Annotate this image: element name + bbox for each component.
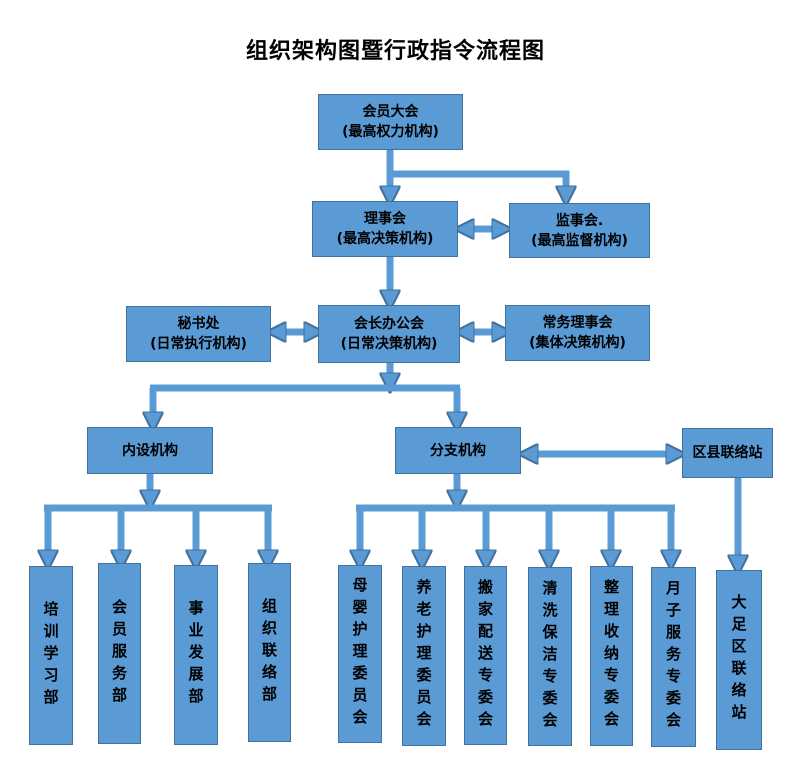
internal-bodies-node: 内设机构 [87, 427, 213, 474]
department-box: 组织联络部 [248, 563, 291, 742]
secretariat-title: 秘书处 [177, 316, 220, 332]
president-office-title: 会长办公会 [354, 316, 424, 332]
department-box: 培训学习部 [29, 566, 73, 745]
standing-council-title: 常务理事会 [542, 315, 613, 331]
department-label: 会员服务部 [110, 598, 128, 709]
president-office-subtitle: (日常决策机构) [340, 336, 438, 352]
committee-box: 搬家配送专委会 [464, 566, 507, 745]
standing-council-subtitle: (集体决策机构) [529, 335, 626, 351]
committee-box: 整理收纳专委会 [590, 566, 633, 746]
department-label: 培训学习部 [41, 600, 60, 711]
committee-box: 养老护理委员会 [402, 566, 446, 746]
supervisory-board-title: 监事会. [555, 212, 604, 229]
committee-box: 清洗保洁专委会 [528, 567, 572, 746]
station-box: 大足区联络站 [716, 570, 762, 750]
department-label: 组织联络部 [260, 597, 278, 708]
secretariat-subtitle: (日常执行机构) [150, 336, 247, 352]
secretariat-node: 秘书处 (日常执行机构) [126, 306, 271, 362]
general-assembly-title: 会员大会 [362, 104, 419, 120]
general-assembly-node: 会员大会 (最高权力机构) [318, 94, 463, 150]
district-station-node: 区县联络站 [682, 428, 773, 478]
district-station-label: 区县联络站 [692, 445, 763, 461]
council-node: 理事会 (最高决策机构) [312, 201, 458, 257]
department-box: 事业发展部 [174, 565, 218, 745]
department-box: 会员服务部 [98, 563, 141, 744]
council-subtitle: (最高决策机构) [336, 231, 434, 247]
committee-label: 整理收纳专委会 [602, 579, 620, 733]
committee-label: 养老护理委员会 [414, 579, 433, 733]
supervisory-board-node: 监事会. (最高监督机构) [509, 203, 650, 258]
general-assembly-subtitle: (最高权力机构) [342, 124, 439, 140]
branch-bodies-label: 分支机构 [430, 442, 486, 459]
committee-box: 月子服务专委会 [651, 567, 696, 747]
president-office-node: 会长办公会 (日常决策机构) [318, 305, 460, 363]
station-label: 大足区联络站 [729, 594, 748, 726]
committee-label: 母婴护理委员会 [350, 577, 369, 731]
committee-box: 母婴护理委员会 [338, 565, 382, 743]
standing-council-node: 常务理事会 (集体决策机构) [505, 305, 650, 361]
branch-bodies-node: 分支机构 [395, 427, 521, 474]
internal-bodies-label: 内设机构 [122, 442, 178, 459]
supervisory-board-subtitle: (最高监督机构) [531, 232, 628, 249]
committee-label: 清洗保洁专委会 [540, 579, 559, 734]
page-title: 组织架构图暨行政指令流程图 [245, 39, 545, 64]
department-label: 事业发展部 [186, 600, 205, 710]
committee-label: 搬家配送专委会 [476, 578, 494, 733]
council-title: 理事会 [364, 211, 406, 227]
committee-label: 月子服务专委会 [664, 580, 682, 734]
